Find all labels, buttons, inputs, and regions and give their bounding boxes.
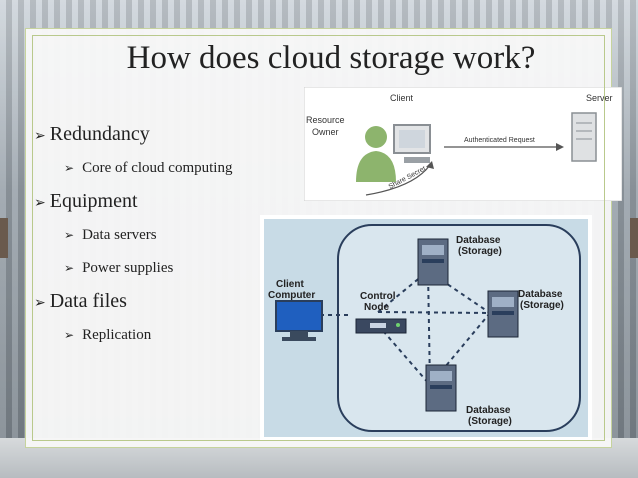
right-decoration xyxy=(630,218,638,258)
owner-label: Owner xyxy=(312,127,339,137)
sub-bullet-core: ➢Core of cloud computing xyxy=(64,160,233,176)
client-computer-icon xyxy=(275,300,323,341)
server-label: Server xyxy=(586,93,613,103)
bullet-data-files: ➢Data files xyxy=(34,290,127,312)
bullet-redundancy: ➢Redundancy xyxy=(34,123,150,145)
arrow-bullet-icon: ➢ xyxy=(64,161,75,175)
arrow-bullet-icon: ➢ xyxy=(34,195,46,211)
slide-title: How does cloud storage work? xyxy=(126,40,536,76)
computer-icon xyxy=(393,124,431,163)
control-node-icon xyxy=(355,318,407,334)
server-icon xyxy=(571,112,597,162)
arrow-bullet-icon: ➢ xyxy=(64,261,75,275)
arrow-bullet-icon: ➢ xyxy=(64,228,75,242)
client-computer-label-2: Computer xyxy=(268,290,315,301)
db-label-2a: Database xyxy=(518,289,563,300)
database-server-icon-2 xyxy=(487,290,519,338)
client-computer-label-1: Client xyxy=(276,279,304,290)
storage-network-diagram: Client Computer Control Node Database (S… xyxy=(260,215,592,441)
db-label-3a: Database xyxy=(466,405,511,416)
left-decoration xyxy=(0,218,8,258)
db-label-1a: Database xyxy=(456,235,501,246)
person-icon xyxy=(356,126,396,182)
arrow-bullet-icon: ➢ xyxy=(34,128,46,144)
db-label-3b: (Storage) xyxy=(468,416,512,427)
sub-bullet-replication: ➢Replication xyxy=(64,327,152,343)
database-server-icon-1 xyxy=(417,238,449,286)
sub-bullet-data-servers: ➢Data servers xyxy=(64,227,157,243)
bullet-equipment: ➢Equipment xyxy=(34,190,138,212)
control-node-label-2: Node xyxy=(364,302,389,313)
control-node-label-1: Control xyxy=(360,291,396,302)
resource-label: Resource xyxy=(306,115,345,125)
sub-bullet-power: ➢Power supplies xyxy=(64,260,174,276)
client-label: Client xyxy=(390,93,414,103)
auth-request-diagram: Client Server Resource Owner Authenticat… xyxy=(304,87,622,201)
slide: How does cloud storage work? ➢Redundancy… xyxy=(25,28,622,448)
arrow-bullet-icon: ➢ xyxy=(34,295,46,311)
db-label-1b: (Storage) xyxy=(458,246,502,257)
network-links xyxy=(377,270,491,386)
arrow-bullet-icon: ➢ xyxy=(64,328,75,342)
database-server-icon-3 xyxy=(425,364,457,412)
bullet-list: ➢Redundancy ➢Core of cloud computing ➢Eq… xyxy=(34,119,232,353)
request-label: Authenticated Request xyxy=(464,137,535,144)
db-label-2b: (Storage) xyxy=(520,300,564,311)
share-arrow xyxy=(365,164,431,196)
